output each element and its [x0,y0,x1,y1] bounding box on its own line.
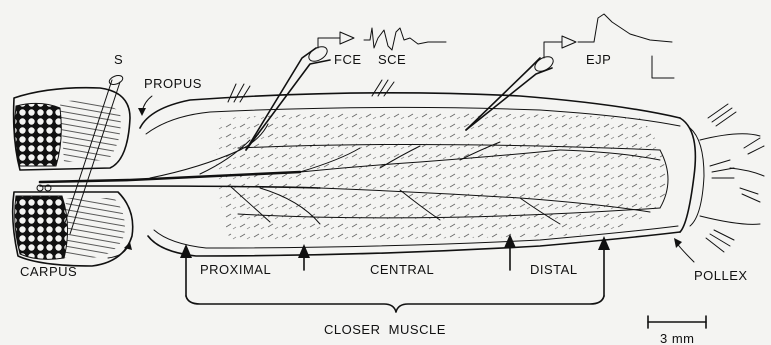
label-pollex: POLLEX [694,268,748,283]
label-sce: SCE [378,52,406,67]
label-proximal: PROXIMAL [200,262,271,277]
label-distal: DISTAL [530,262,578,277]
label-s: S [114,52,123,67]
upper-carpus-muscle-cells [15,103,62,166]
label-closer-muscle: CLOSER MUSCLE [324,322,446,337]
label-central: CENTRAL [370,262,434,277]
label-fce: FCE [334,52,362,67]
label-scale: 3 mm [660,331,695,345]
lower-carpus-muscle-cells [15,196,68,259]
fce-sce-trace [364,28,446,50]
ejp-trace [578,14,672,42]
label-ejp: EJP [586,52,611,67]
carpus-segment [13,88,133,266]
label-carpus: CARPUS [20,264,77,279]
closer-muscle-brace [186,296,604,312]
ejp-scale-bar [652,56,674,78]
scale-bar [648,316,706,328]
label-propus: PROPUS [144,76,202,91]
